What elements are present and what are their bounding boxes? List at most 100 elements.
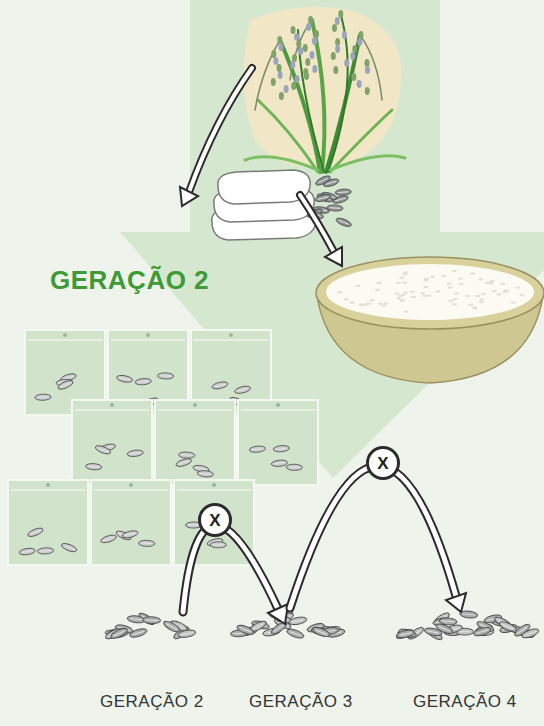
- rice-texture: [441, 275, 446, 277]
- rice-grain: [122, 529, 139, 539]
- packet-seal: [11, 489, 85, 491]
- rice-texture: [411, 296, 416, 298]
- rice-texture: [448, 286, 453, 288]
- panicle-grain: [306, 23, 311, 31]
- rice-texture: [355, 285, 360, 287]
- rice-texture: [459, 283, 464, 285]
- rice-texture: [446, 283, 451, 285]
- rice-texture: [394, 292, 399, 294]
- rice-texture: [489, 281, 494, 283]
- rice-texture: [424, 278, 429, 280]
- generation-arrow: [290, 466, 466, 612]
- seed-packet: [72, 400, 152, 485]
- rice-panicles: [271, 10, 370, 100]
- rice-grain: [271, 459, 288, 467]
- panicle-grain: [335, 45, 340, 53]
- rice-grain: [177, 629, 196, 639]
- rice-texture: [458, 277, 463, 279]
- rice-texture: [424, 286, 429, 288]
- seed-packet: [155, 400, 235, 485]
- packet-hole: [129, 483, 133, 487]
- rice-texture: [496, 293, 501, 295]
- panicle-grain: [279, 92, 284, 100]
- rice-grain: [60, 542, 77, 554]
- cooked-rice: [337, 270, 525, 313]
- rice-grain: [85, 463, 102, 470]
- rice-texture: [383, 302, 388, 304]
- rice-grain: [521, 627, 540, 640]
- rice-texture: [452, 303, 457, 305]
- rice-texture: [468, 304, 473, 306]
- rice-grain: [273, 445, 290, 453]
- rice-texture: [402, 282, 407, 284]
- panicle-grain: [295, 75, 300, 83]
- seed-packets: [8, 330, 318, 565]
- rice-texture: [399, 277, 404, 279]
- seed-packet: [8, 480, 88, 565]
- rice-texture: [515, 286, 520, 288]
- flow-arrow: [180, 68, 252, 206]
- rice-texture: [430, 275, 435, 277]
- rice-texture: [465, 295, 470, 297]
- rice-texture: [377, 282, 382, 284]
- generation-label: GERAÇÃO 2: [100, 692, 204, 712]
- rice-grain: [100, 534, 117, 545]
- rice-grain: [459, 610, 478, 619]
- seed-packet: [238, 400, 318, 485]
- packet-hole: [212, 483, 216, 487]
- rice-grain: [335, 189, 352, 196]
- packet-hole: [46, 483, 50, 487]
- rice-grain: [162, 619, 181, 634]
- panicle-grain: [335, 17, 340, 25]
- rice-texture: [403, 291, 408, 293]
- rice-grain: [312, 626, 331, 639]
- rice-grain: [27, 526, 44, 538]
- packet-hole: [63, 333, 67, 337]
- rice-grain: [286, 464, 302, 470]
- panicle-grain: [296, 40, 301, 48]
- packet-seal: [28, 339, 102, 341]
- rice-texture: [396, 282, 401, 284]
- flow-arrow: [300, 195, 342, 266]
- rice-texture: [422, 295, 427, 297]
- packet-seal: [158, 409, 232, 411]
- rice-grain: [57, 379, 74, 391]
- panicle-grain: [273, 57, 278, 65]
- packet-hole: [146, 333, 150, 337]
- rice-grain: [94, 444, 111, 456]
- panicle-grain: [303, 44, 308, 52]
- rice-grain: [314, 174, 331, 187]
- rice-plant: [245, 12, 405, 172]
- panicle-grain: [278, 71, 283, 79]
- panicle-grain: [333, 66, 338, 74]
- rice-grain: [396, 629, 415, 639]
- panicle-grain: [359, 31, 364, 39]
- panicle-grain: [365, 59, 370, 67]
- rice-texture: [479, 298, 484, 300]
- panicle-grain: [291, 82, 296, 90]
- packet-seal: [241, 409, 315, 411]
- panicle-grain: [338, 10, 343, 18]
- cross-mark: X: [377, 455, 388, 472]
- cross-circle: X: [366, 446, 400, 480]
- panicle-grain: [294, 33, 299, 41]
- panicle-grain: [357, 38, 362, 46]
- rice-grain: [135, 378, 152, 386]
- panicle-grain: [312, 65, 317, 73]
- generation-label: GERAÇÃO 3: [249, 692, 353, 712]
- rice-texture: [454, 292, 459, 294]
- rice-texture: [472, 306, 477, 308]
- rice-texture: [364, 303, 369, 305]
- rice-texture: [400, 299, 405, 301]
- panicle-grain: [284, 85, 289, 93]
- rice-grain: [116, 374, 133, 383]
- rice-texture: [448, 300, 453, 302]
- panicle-grain: [344, 59, 349, 67]
- rice-texture: [511, 301, 516, 303]
- packet-seal: [177, 489, 251, 491]
- panicle-grain: [314, 30, 319, 38]
- rice-texture: [452, 270, 457, 272]
- rice-texture: [453, 298, 458, 300]
- rice-texture: [420, 292, 425, 294]
